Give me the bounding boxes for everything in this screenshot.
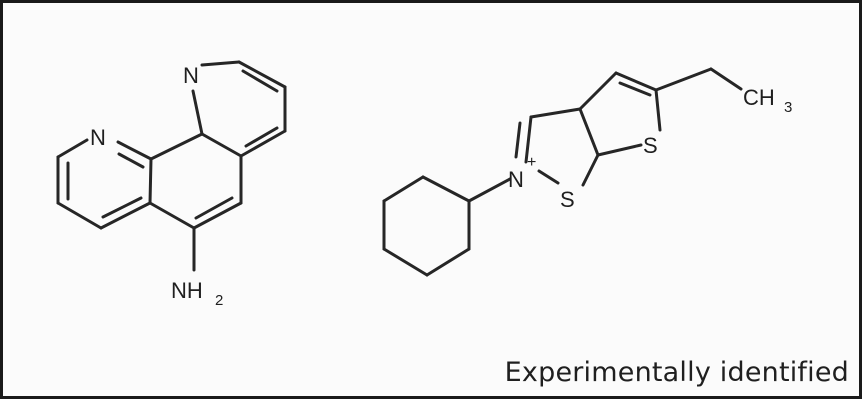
atom-n-left: N bbox=[90, 125, 106, 150]
atom-ch3-methyl: CH bbox=[743, 85, 775, 110]
molecule-right: N + S S CH 3 bbox=[382, 67, 792, 277]
structures-canvas: N N NH 2 bbox=[56, 60, 792, 309]
molecule-left: N N NH 2 bbox=[56, 60, 287, 309]
atom-n-cationic: N bbox=[508, 167, 524, 192]
positive-charge: + bbox=[527, 154, 536, 171]
atom-nh-subscript: 2 bbox=[215, 292, 223, 309]
atom-n-top: N bbox=[183, 63, 199, 88]
atom-nh-amine: NH bbox=[171, 278, 203, 303]
caption-text: Experimentally identified bbox=[504, 357, 849, 388]
atom-s-isothiazolium: S bbox=[560, 187, 575, 212]
atom-s-thiophene: S bbox=[643, 133, 658, 158]
atom-ch3-subscript: 3 bbox=[784, 99, 792, 116]
